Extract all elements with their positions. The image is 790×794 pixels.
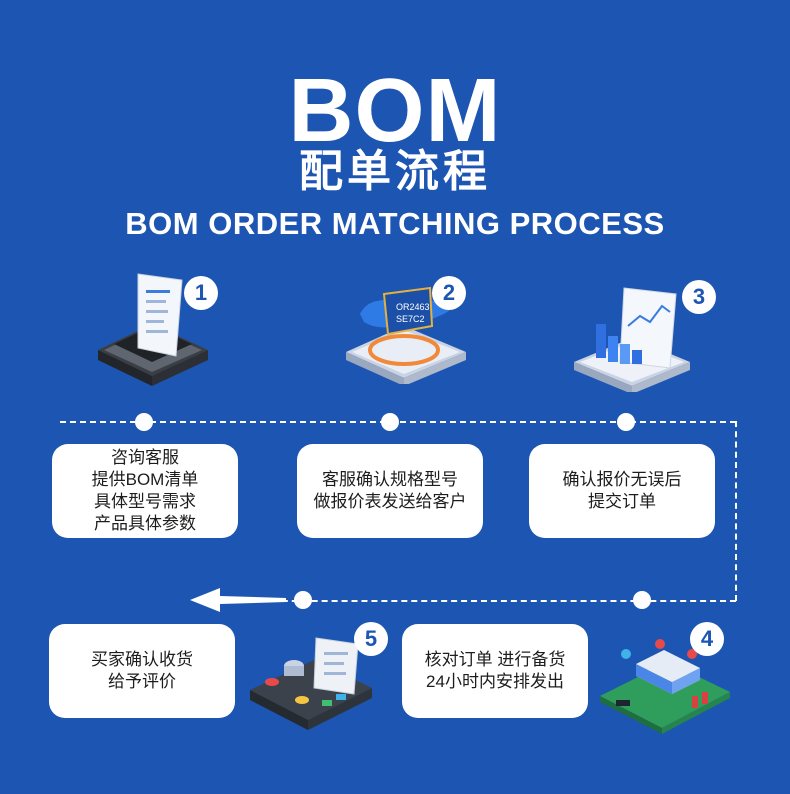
svg-text:SE7C2: SE7C2 xyxy=(396,314,425,324)
step-card-4: 核对订单 进行备货 24小时内安排发出 xyxy=(402,624,588,718)
step-4-line-1: 核对订单 进行备货 xyxy=(424,650,566,669)
flow-dot-2 xyxy=(381,413,399,431)
bar-chart-document-icon xyxy=(574,287,690,392)
step-number-4: 4 xyxy=(690,622,724,656)
step-5-line-1: 买家确认收货 xyxy=(91,650,193,669)
step-1-line-4: 产品具体参数 xyxy=(93,514,196,533)
step-card-5: 买家确认收货 给予评价 xyxy=(49,624,235,718)
step-3-line-1: 确认报价无误后 xyxy=(562,470,682,489)
step-number-5: 5 xyxy=(354,622,388,656)
flow-line-right xyxy=(735,421,737,601)
receipt-printer-icon xyxy=(98,273,208,386)
step-card-1: 咨询客服 提供BOM清单 具体型号需求 产品具体参数 xyxy=(52,444,238,538)
step-5-line-2: 给予评价 xyxy=(108,672,176,691)
step-2-line-2: 做报价表发送给客户 xyxy=(313,492,467,511)
arrow-left-icon xyxy=(190,588,286,612)
page-subtitle-en: BOM ORDER MATCHING PROCESS xyxy=(125,206,665,241)
step-1-line-3: 具体型号需求 xyxy=(93,492,196,511)
step-card-2: 客服确认规格型号 做报价表发送给客户 xyxy=(297,444,483,538)
step-1-line-2: 提供BOM清单 xyxy=(91,470,199,489)
page-title: BOM xyxy=(288,61,502,161)
step-1-line-1: 咨询客服 xyxy=(110,448,179,467)
flow-dot-1 xyxy=(135,413,153,431)
step-number-3: 3 xyxy=(682,280,716,314)
circuit-board-icon xyxy=(600,639,730,734)
flow-line-bottom xyxy=(232,600,736,602)
step-card-3: 确认报价无误后 提交订单 xyxy=(529,444,715,538)
svg-text:OR2463: OR2463 xyxy=(396,302,430,312)
page-subtitle-cn: 配单流程 xyxy=(299,147,491,196)
step-4-line-2: 24小时内安排发出 xyxy=(426,672,564,691)
step-3-line-2: 提交订单 xyxy=(588,492,656,511)
step-number-1: 1 xyxy=(184,276,218,310)
world-map-chip-icon: OR2463 SE7C2 xyxy=(346,286,466,384)
flow-dot-3 xyxy=(617,413,635,431)
flow-dot-5 xyxy=(294,591,312,609)
step-number-2: 2 xyxy=(432,276,466,310)
flow-dot-4 xyxy=(633,591,651,609)
control-panel-icon xyxy=(250,637,372,730)
step-2-line-1: 客服确认规格型号 xyxy=(322,470,458,489)
